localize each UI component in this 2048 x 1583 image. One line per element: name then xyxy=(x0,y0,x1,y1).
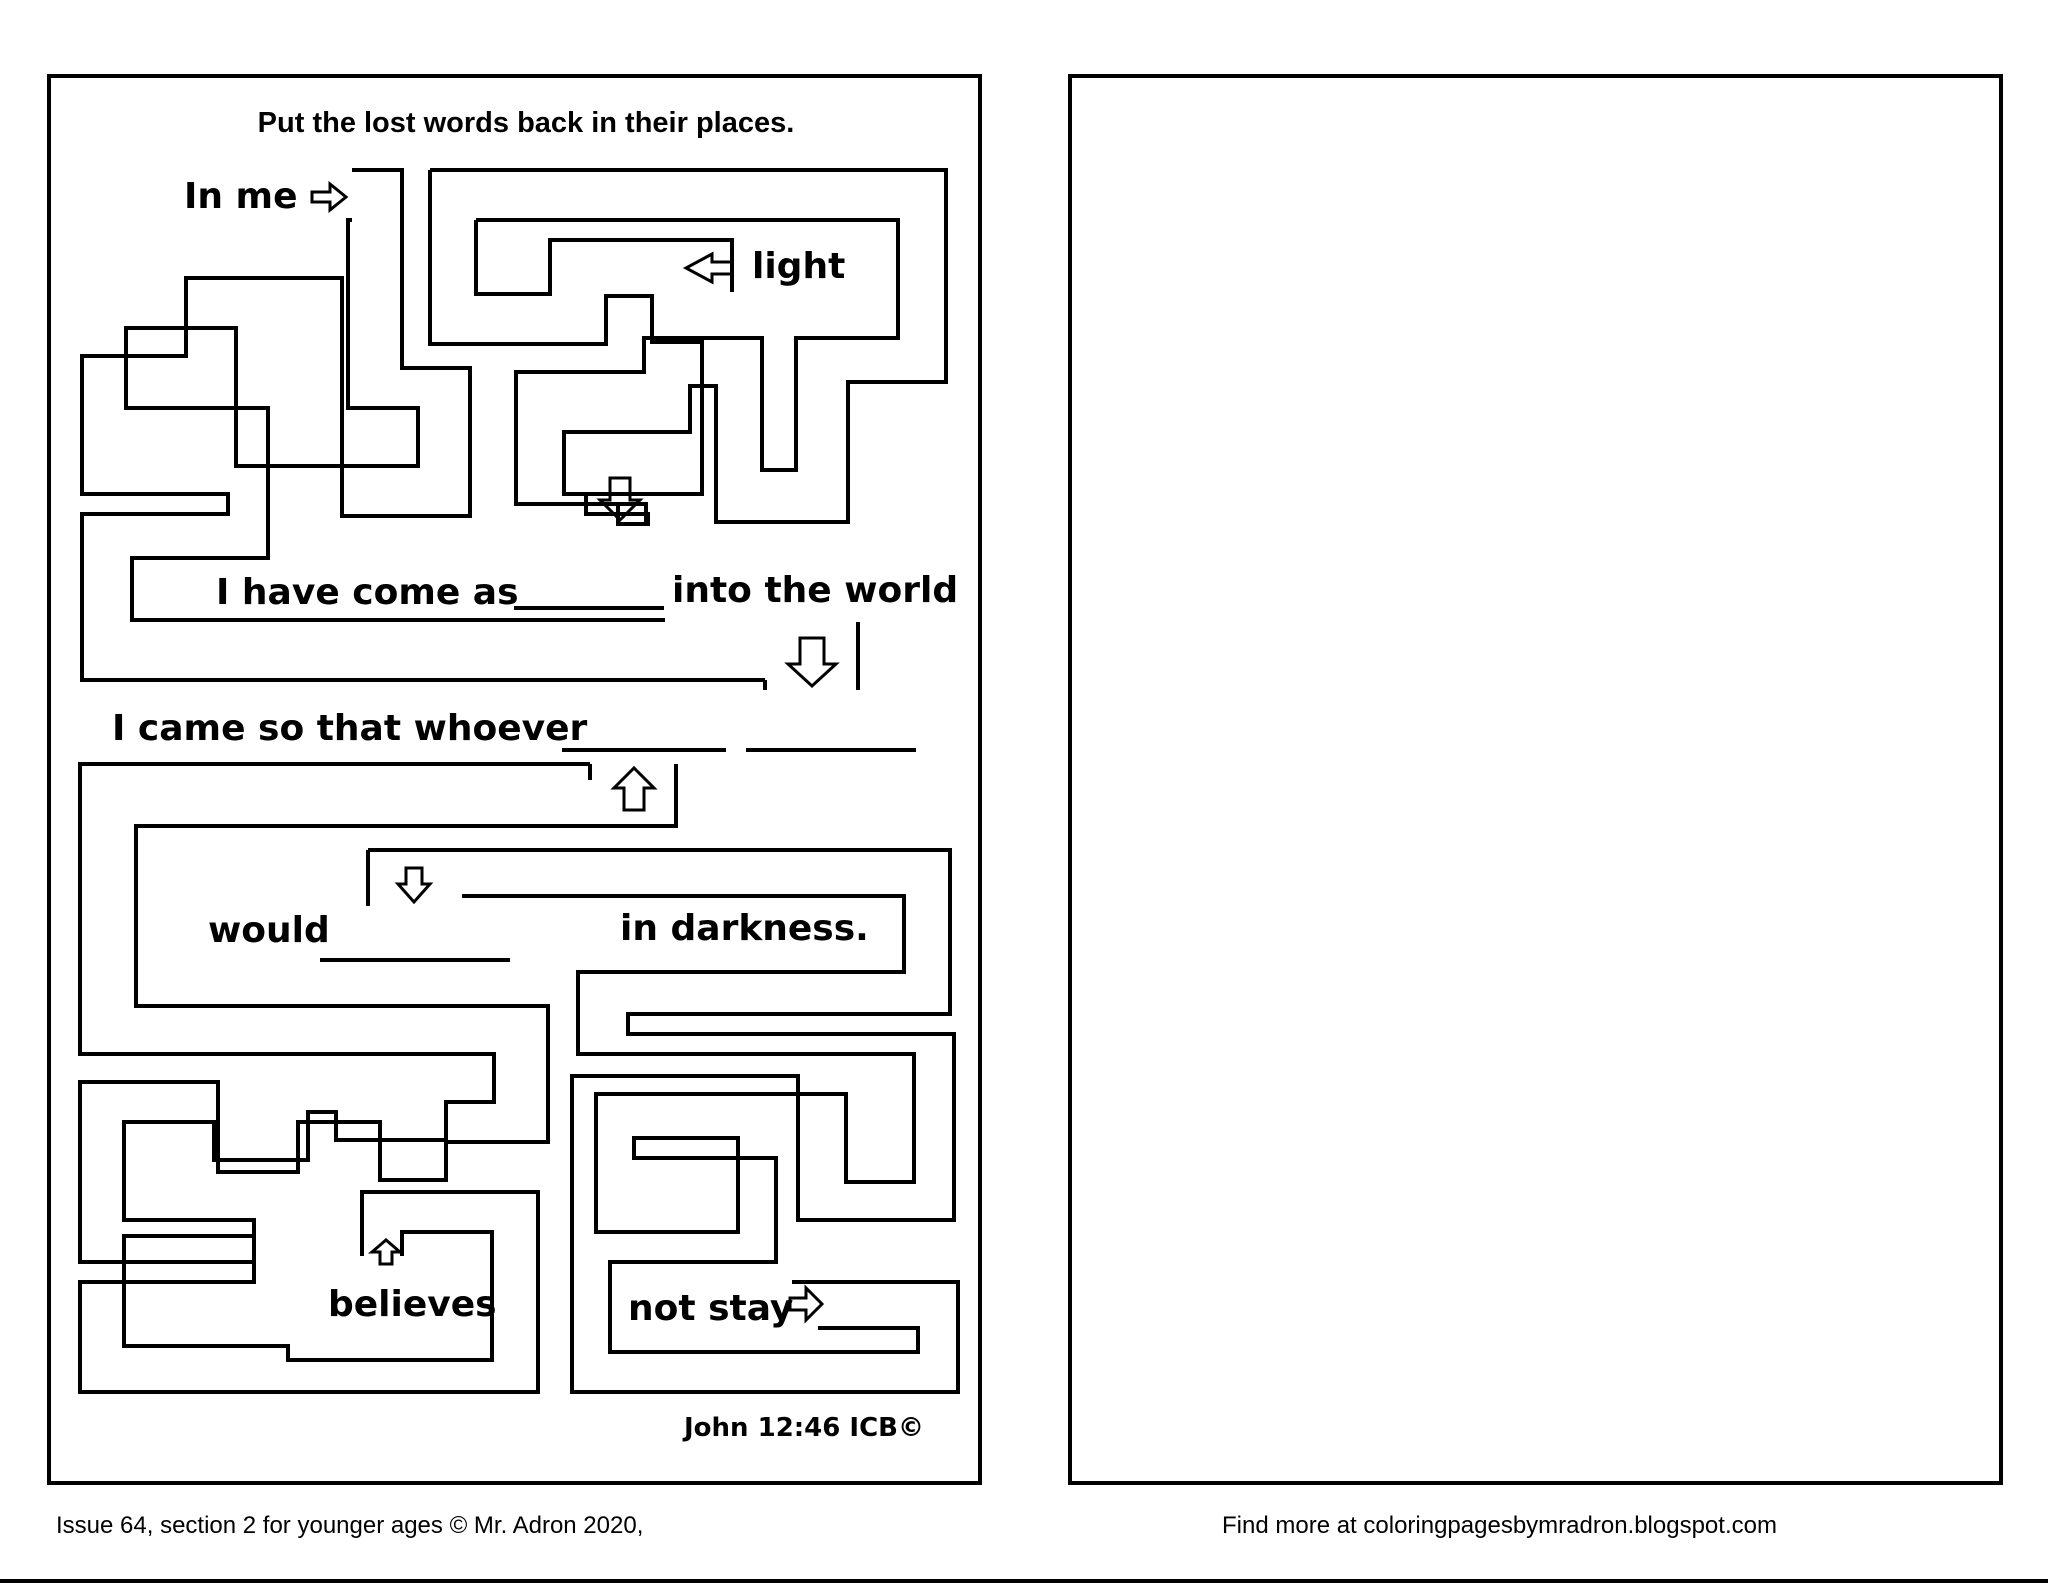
arrow-down-icon xyxy=(596,476,644,523)
arrow-right-icon xyxy=(310,180,349,214)
sentence-line-1: I have come as xyxy=(216,572,519,613)
arrow-down-icon xyxy=(784,636,840,689)
arrow-down-icon xyxy=(394,866,434,905)
bottom-divider xyxy=(0,1579,2048,1583)
word-would: would xyxy=(208,910,330,951)
sentence-line-2: I came so that whoever xyxy=(112,708,588,749)
maze-wall xyxy=(78,762,590,1394)
maze-worksheet-panel xyxy=(47,74,982,1485)
sentence-line-3-end: in darkness. xyxy=(620,908,869,949)
word-light: light xyxy=(752,246,845,287)
footer-website-link[interactable]: Find more at coloringpagesbymradron.blog… xyxy=(1222,1512,1777,1539)
maze-wall xyxy=(78,764,678,1362)
maze-wall xyxy=(462,894,920,1354)
footer-issue-credit: Issue 64, section 2 for younger ages © M… xyxy=(56,1512,644,1539)
word-in-me: In me xyxy=(184,176,297,217)
maze-wall xyxy=(474,220,734,296)
maze-wall xyxy=(124,218,665,622)
arrow-right-icon xyxy=(788,1284,825,1324)
citation: John 12:46 ICB© xyxy=(682,1413,924,1443)
sentence-line-1-end: into the world xyxy=(672,570,958,611)
blank-drawing-panel xyxy=(1068,74,2003,1485)
arrow-up-icon xyxy=(610,765,658,812)
instruction-text: Put the lost words back in their places. xyxy=(258,107,795,139)
word-not-stay: not stay xyxy=(628,1288,793,1329)
maze-wall xyxy=(80,168,765,682)
word-believes: believes xyxy=(328,1284,497,1325)
maze-wall xyxy=(366,848,960,1394)
maze-wall xyxy=(476,218,900,524)
arrow-up-icon xyxy=(367,1238,405,1266)
arrow-left-icon xyxy=(682,251,734,285)
